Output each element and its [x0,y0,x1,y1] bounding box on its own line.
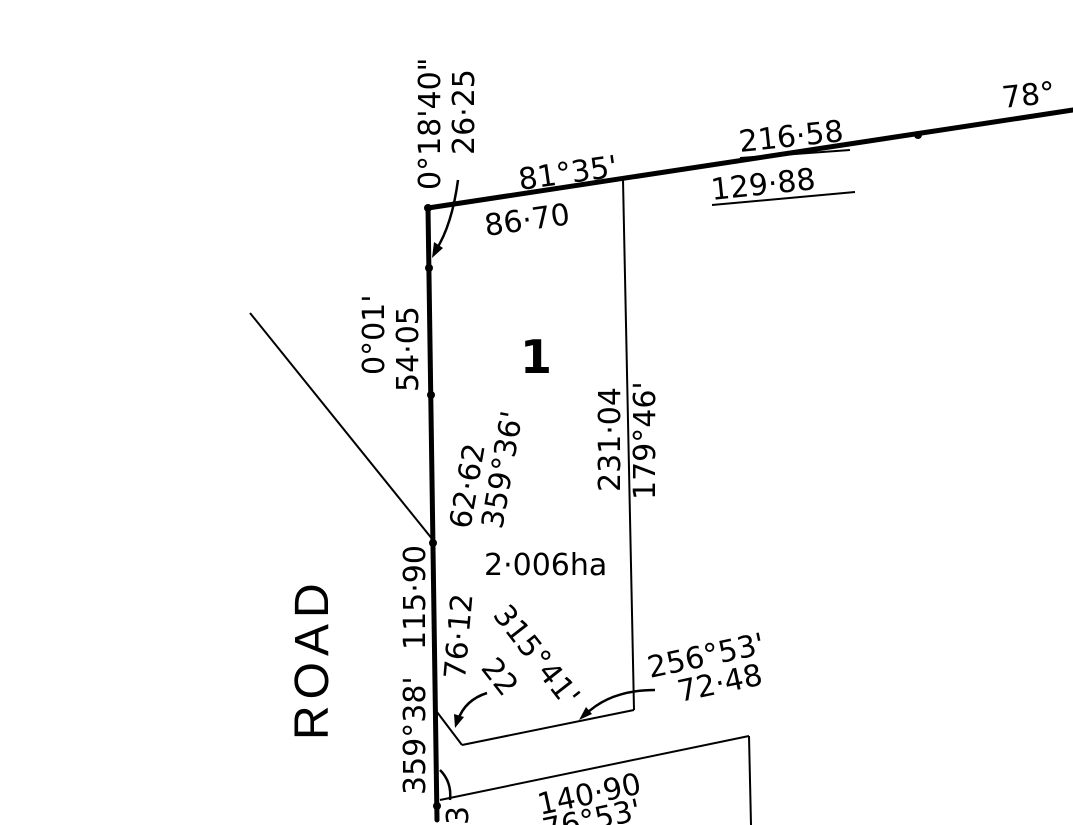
road-offset-line [249,312,434,541]
underline-129-88 [711,191,856,206]
survey-mark [429,539,437,547]
survey-mark [433,802,441,810]
splay-boundary [436,711,463,746]
north-boundary [425,107,1073,211]
splay-arrowhead-left [454,714,464,728]
splay-arrow-left [456,691,488,721]
north-boundary-distance: 86·70 [482,197,572,244]
adjoining-bearing: 78° [1000,76,1057,116]
north-boundary-bearing: 81°35' [516,149,620,198]
lower-corner-digit: 3 [441,806,476,825]
road-label: ROAD [286,577,339,740]
splay-arrowhead-right [579,707,592,720]
east-boundary-distance: 231·04 [593,387,628,492]
survey-mark [425,264,433,272]
lot-number: 1 [520,330,552,384]
road-label-group: ROAD [286,577,339,740]
survey-mark [914,131,922,139]
west-segment-3-distance: 76·12 [438,592,480,681]
adjoining-distance-lower: 129·88 [709,162,817,208]
lower-lot-north-boundary [439,735,750,801]
west-road-boundary [425,205,440,823]
top-corner-arrow [434,179,460,251]
adjoining-distance-upper: 216·58 [737,114,845,160]
west-segment-1-distance: 54·05 [391,306,426,392]
lower-corner-arrow [439,769,452,801]
lot-area: 2·006ha [484,548,607,583]
top-corner-arrowhead [432,242,443,258]
road-frontage-bearing: 359°38' [398,676,433,795]
south-boundary [461,709,635,746]
east-boundary [622,179,635,711]
splay-arrow-right [584,688,656,716]
road-frontage-distance: 115·90 [398,545,433,650]
survey-mark [424,204,432,212]
east-boundary-bearing: 179°46' [628,381,663,500]
lower-lot-east-boundary [748,735,752,825]
underline-216-58 [739,149,851,159]
survey-mark [427,391,435,399]
west-segment-1-bearing: 0°01' [357,294,392,375]
top-corner-distance: 26·25 [447,69,482,155]
top-corner-bearing: 0°18'40" [413,58,448,190]
